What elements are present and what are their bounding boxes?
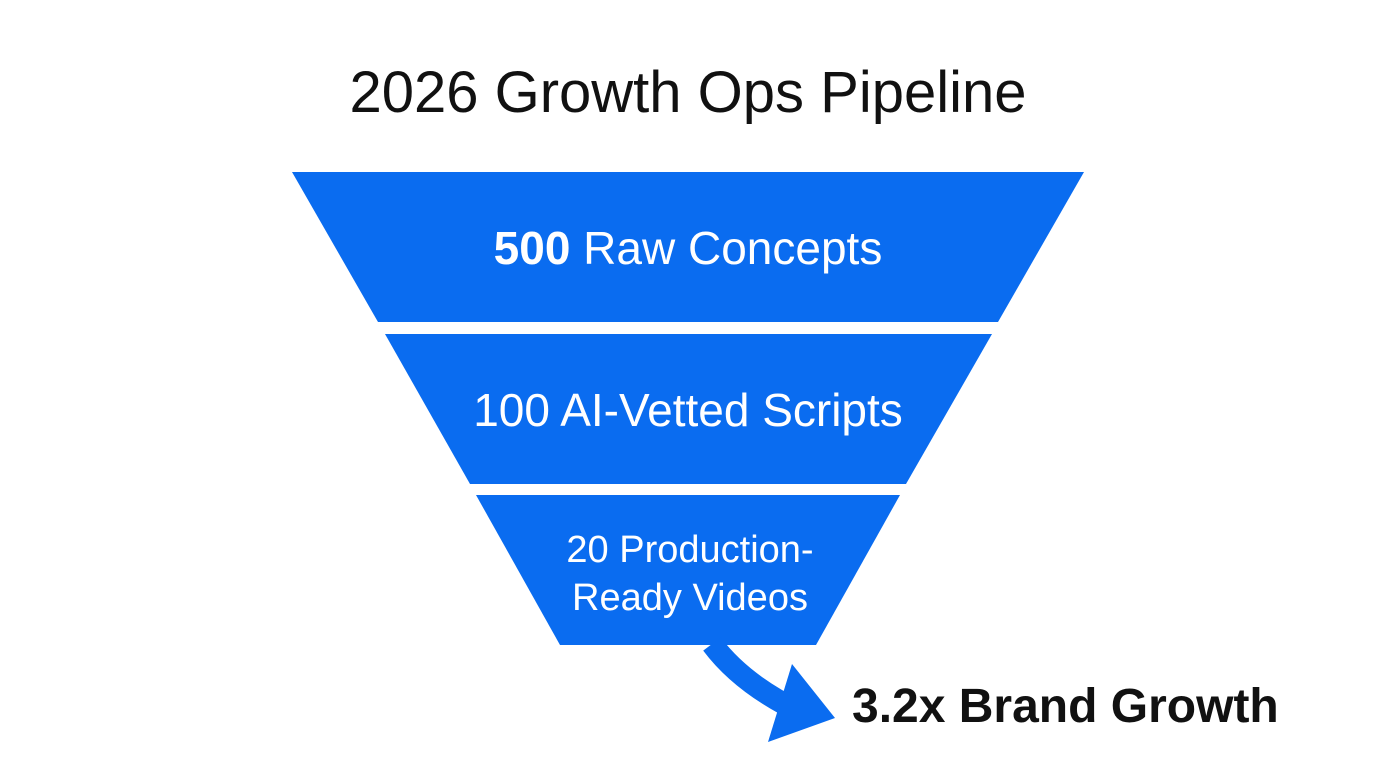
curved-arrow-icon [703,637,835,742]
funnel-stage-1-number: 500 [494,222,571,274]
funnel-stage-3-line-2: Ready Videos [572,577,808,619]
funnel-stage-2 [385,334,992,484]
funnel-stage-3-line-1: 20 Production- [566,529,813,571]
funnel-stage-1-text: 500 Raw Concepts [494,222,883,274]
funnel-stage-1-label: Raw Concepts [570,222,882,274]
funnel-stage-2-text: 100 AI-Vetted Scripts [473,384,903,436]
funnel-stage-1 [292,172,1084,322]
outcome-label: 3.2x Brand Growth [852,680,1279,733]
funnel-stage-2-label: AI-Vetted Scripts [550,384,903,436]
page-title: 2026 Growth Ops Pipeline [349,60,1027,125]
funnel-stage-3 [476,495,900,645]
funnel-stage-2-number: 100 [473,384,550,436]
